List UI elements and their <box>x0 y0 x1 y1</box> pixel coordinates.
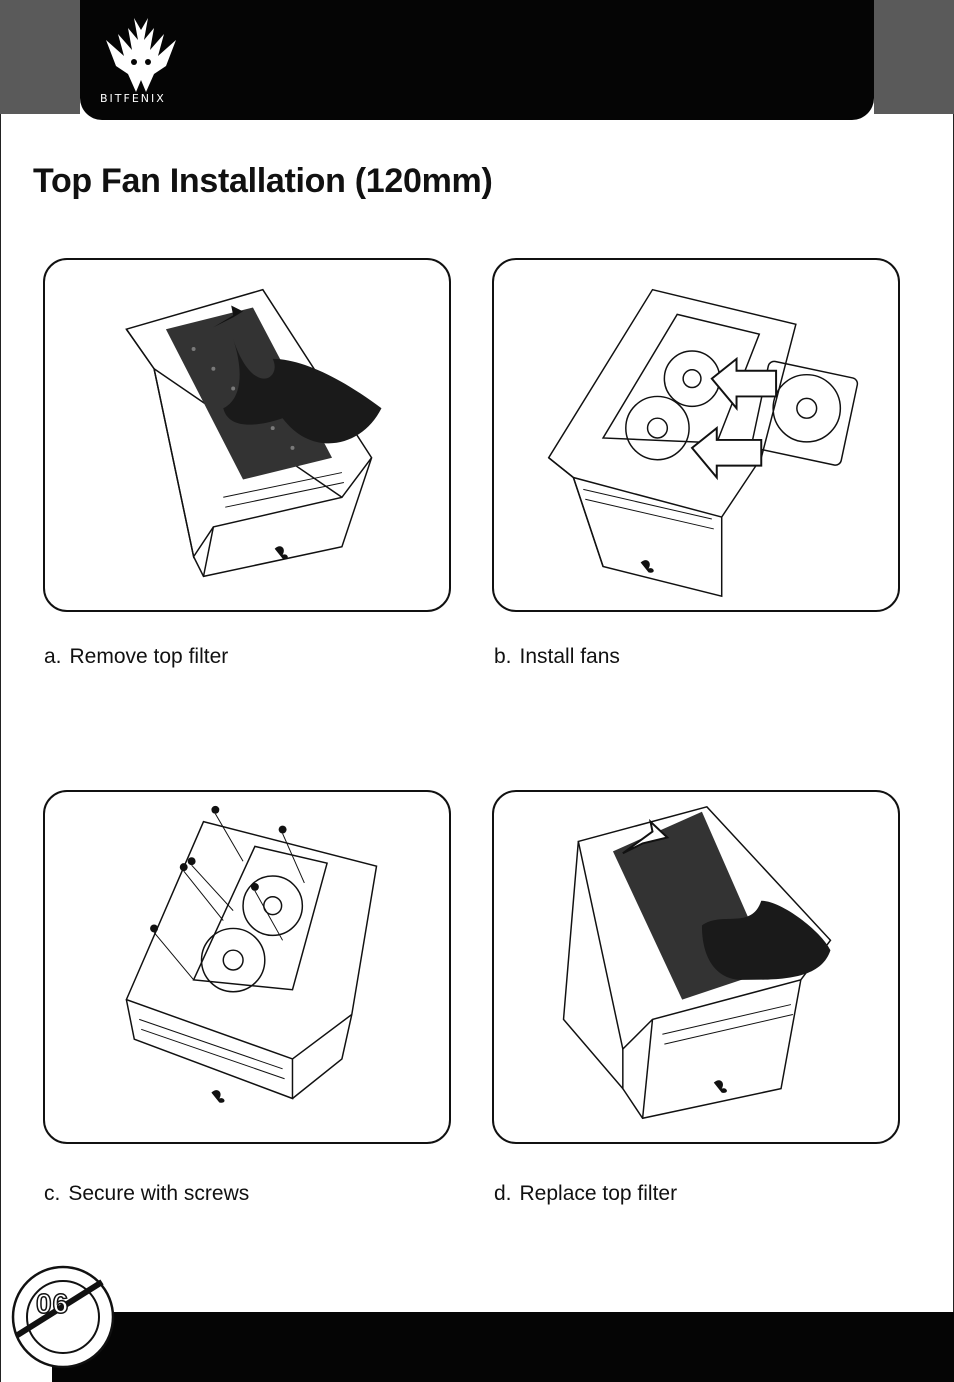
step-letter: d. <box>494 1182 512 1205</box>
page-number-disc-icon <box>11 1265 115 1369</box>
step-d-illustration <box>492 790 900 1144</box>
footer-bar <box>52 1312 954 1382</box>
bitfenix-logo-icon <box>106 18 176 92</box>
step-label: Secure with screws <box>68 1182 250 1205</box>
step-a-caption: a. Remove top filter <box>44 645 228 669</box>
brand-wordmark: BITFENIX <box>100 92 166 105</box>
case-install-fans-drawing <box>547 288 859 598</box>
step-c-illustration <box>43 790 451 1144</box>
header-bar <box>80 0 874 120</box>
header-corner-right <box>874 0 954 114</box>
step-b-illustration <box>492 258 900 612</box>
case-remove-filter-drawing <box>125 288 382 578</box>
header-corner-left <box>0 0 80 114</box>
step-letter: a. <box>44 645 62 668</box>
step-label: Replace top filter <box>519 1182 678 1205</box>
step-c-caption: c. Secure with screws <box>44 1182 249 1206</box>
step-label: Remove top filter <box>69 645 229 668</box>
step-a-illustration <box>43 258 451 612</box>
step-letter: b. <box>494 645 512 668</box>
case-replace-filter-drawing <box>562 805 832 1120</box>
page-title: Top Fan Installation (120mm) <box>33 162 493 200</box>
case-secure-screws-drawing <box>125 805 378 1103</box>
step-b-caption: b. Install fans <box>494 645 620 669</box>
page-number: 06 <box>35 1287 70 1320</box>
step-d-caption: d. Replace top filter <box>494 1182 677 1206</box>
step-label: Install fans <box>519 645 620 668</box>
step-letter: c. <box>44 1182 61 1205</box>
